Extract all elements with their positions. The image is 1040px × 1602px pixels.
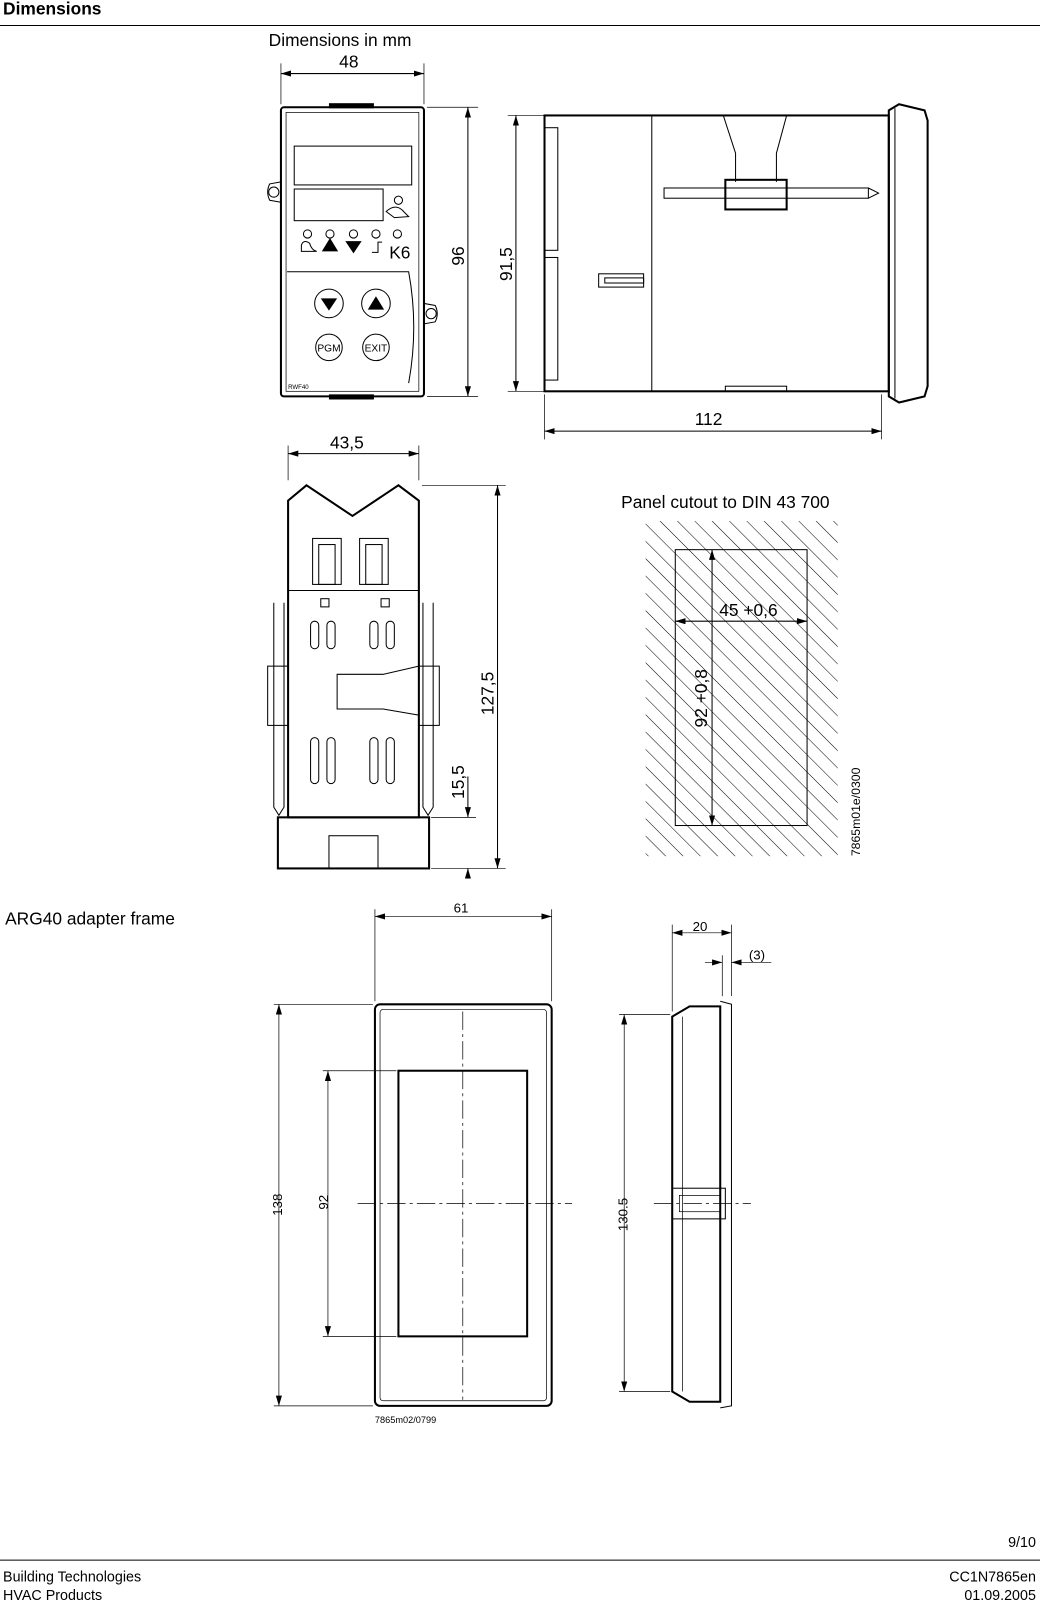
footer-division: HVAC Products — [3, 1588, 102, 1602]
side-view-drawing: 91,5 112 — [496, 103, 929, 440]
hand-icon — [385, 206, 410, 219]
front-view-drawing: 48 K6 PGM EXIT RWF40 96 — [267, 51, 479, 400]
section-title: Dimensions — [3, 0, 101, 18]
footer-doc-number: CC1N7865en — [949, 1570, 1036, 1586]
adapter-side-height-dim: 130.5 — [615, 1198, 630, 1231]
down-button[interactable] — [314, 288, 344, 319]
cutout-width-dim: 45 +0,6 — [719, 600, 777, 620]
cutout-height-dim: 92 +0,8 — [691, 669, 711, 727]
bottom-width-dim: 43,5 — [330, 433, 364, 453]
side-depth-dim: 112 — [695, 409, 723, 429]
adapter-side-drawing: 20 (3) 130.5 — [615, 919, 772, 1409]
k6-label: K6 — [389, 242, 410, 262]
footer-date: 01.09.2005 — [964, 1588, 1036, 1602]
adapter-frame-label: ARG40 adapter frame — [5, 909, 175, 929]
model-label: RWF40 — [288, 384, 309, 391]
pgm-button[interactable] — [315, 333, 343, 362]
exit-label: EXIT — [365, 343, 388, 354]
adapter-width-dim: 61 — [454, 900, 469, 915]
bottom-depth-dim: 127,5 — [477, 672, 497, 715]
side-height-dim: 91,5 — [496, 247, 516, 281]
footer-company: Building Technologies — [3, 1570, 141, 1586]
bottom-front-dim: 15,5 — [448, 765, 468, 799]
down-arrow-icon — [320, 298, 338, 311]
panel-cutout-title: Panel cutout to DIN 43 700 — [621, 492, 829, 512]
adapter-depth-dim: 20 — [693, 919, 708, 934]
drawing-ref-2: 7865m02/0799 — [375, 1415, 436, 1425]
exit-button[interactable] — [362, 333, 390, 362]
front-width-dim: 48 — [339, 51, 358, 71]
adapter-inner-height-dim: 92 — [316, 1195, 331, 1210]
adapter-height-dim: 138 — [270, 1194, 285, 1216]
adapter-front-drawing: 61 138 92 7865m02/0799 — [270, 900, 573, 1425]
front-height-dim: 96 — [448, 246, 468, 265]
panel-cutout-drawing: Panel cutout to DIN 43 700 45 +0,6 92 +0… — [621, 492, 863, 861]
bottom-view-drawing: 43,5 127,5 15,5 — [267, 433, 506, 879]
pgm-label: PGM — [317, 343, 340, 354]
adapter-lip-dim: (3) — [749, 947, 765, 962]
page-number: 9/10 — [1008, 1535, 1036, 1551]
dimensions-caption: Dimensions in mm — [269, 30, 412, 50]
up-button[interactable] — [361, 288, 391, 319]
up-arrow-icon — [367, 296, 385, 310]
drawing-ref-1: 7865m01e/0300 — [849, 767, 863, 856]
led-indicators: K6 — [300, 195, 410, 262]
